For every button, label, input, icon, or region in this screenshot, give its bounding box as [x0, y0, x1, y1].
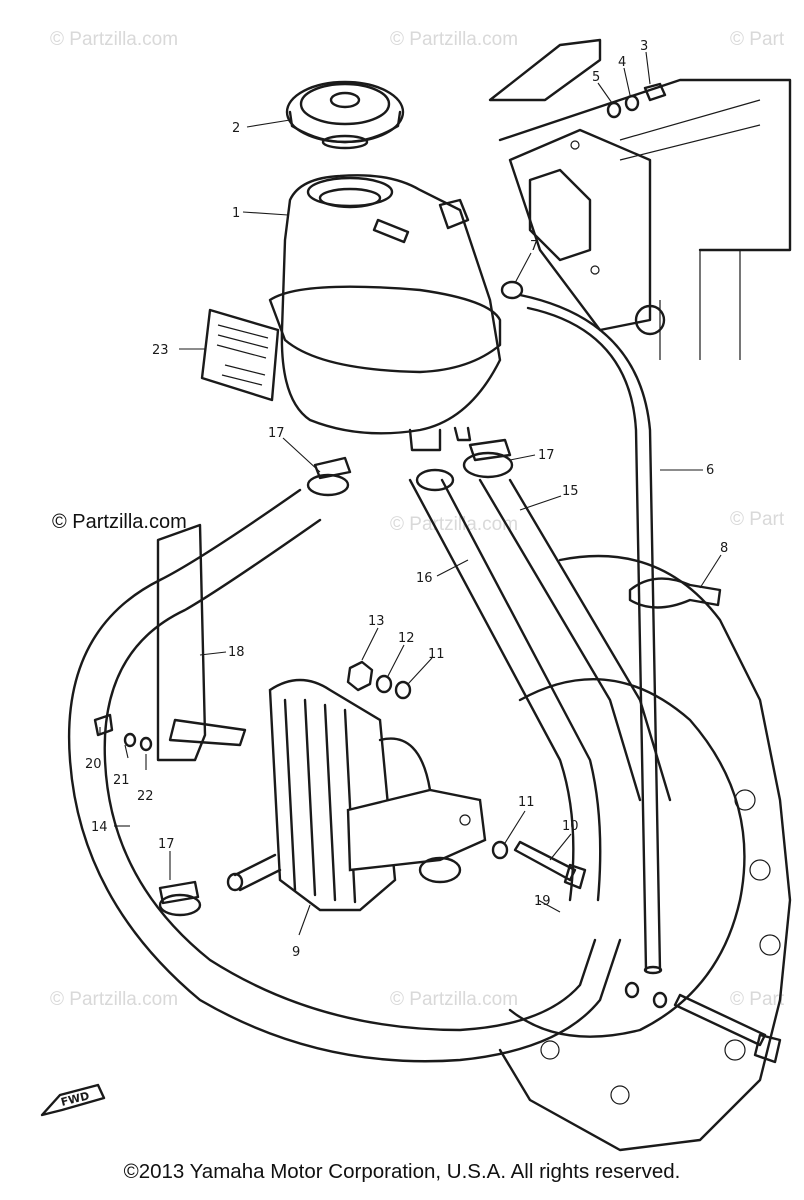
callout-5: 5 [592, 70, 600, 85]
callout-19: 19 [534, 894, 551, 909]
callout-6: 6 [706, 463, 714, 478]
callout-3: 3 [640, 39, 648, 54]
callout-14: 14 [91, 820, 108, 835]
fasteners [93, 82, 782, 1064]
callout-9: 9 [292, 945, 300, 960]
callout-15: 15 [562, 484, 579, 499]
callout-17-right: 17 [538, 448, 555, 463]
callout-13: 13 [368, 614, 385, 629]
frame-bracket [488, 38, 792, 360]
callout-11-top: 11 [428, 647, 445, 662]
hose-16 [408, 478, 602, 902]
callout-22: 22 [137, 789, 154, 804]
watermark: © Partzilla.com [50, 29, 178, 50]
callout-16: 16 [416, 571, 433, 586]
callout-2: 2 [232, 121, 240, 136]
leader-lines [99, 51, 722, 936]
callout-17-left: 17 [268, 426, 285, 441]
caution-label [200, 308, 280, 402]
watermark: © Partzilla.com [390, 989, 518, 1010]
mounting-bracket-18 [156, 523, 247, 762]
callout-17-bottom: 17 [158, 837, 175, 852]
callout-18: 18 [228, 645, 245, 660]
radiator-cap [285, 80, 405, 150]
hose-clamp-8 [628, 577, 722, 609]
copyright-notice: ©2013 Yamaha Motor Corporation, U.S.A. A… [123, 1160, 681, 1183]
callout-4: 4 [618, 55, 626, 70]
hose-15 [478, 478, 672, 802]
watermark: © Partzilla.com [390, 514, 518, 535]
callout-7-top: 7 [530, 239, 538, 254]
callout-12: 12 [398, 631, 415, 646]
callout-11-bottom: 11 [518, 795, 535, 810]
pipe-bracket [346, 788, 487, 872]
callout-10: 10 [562, 819, 579, 834]
callout-21: 21 [113, 773, 130, 788]
hose-14 [67, 488, 622, 1063]
watermark-partial: © Part [730, 29, 785, 50]
callout-1: 1 [232, 206, 240, 221]
watermark-partial: © Part [730, 989, 785, 1010]
callout-23: 23 [152, 343, 169, 358]
watermark: © Partzilla.com [390, 29, 518, 50]
overflow-hose [518, 293, 663, 975]
callout-numbers: 2 1 3 4 5 7 23 17 17 6 15 16 8 18 13 12 … [85, 39, 728, 960]
reservoir-tank [268, 174, 502, 452]
fwd-arrow: FWD [40, 1083, 106, 1117]
watermark-main: © Partzilla.com [52, 511, 187, 533]
watermark-partial: © Part [730, 509, 785, 530]
callout-20: 20 [85, 757, 102, 772]
callout-8: 8 [720, 541, 728, 556]
hose-clamps-17 [158, 438, 514, 917]
watermark: © Partzilla.com [50, 989, 178, 1010]
